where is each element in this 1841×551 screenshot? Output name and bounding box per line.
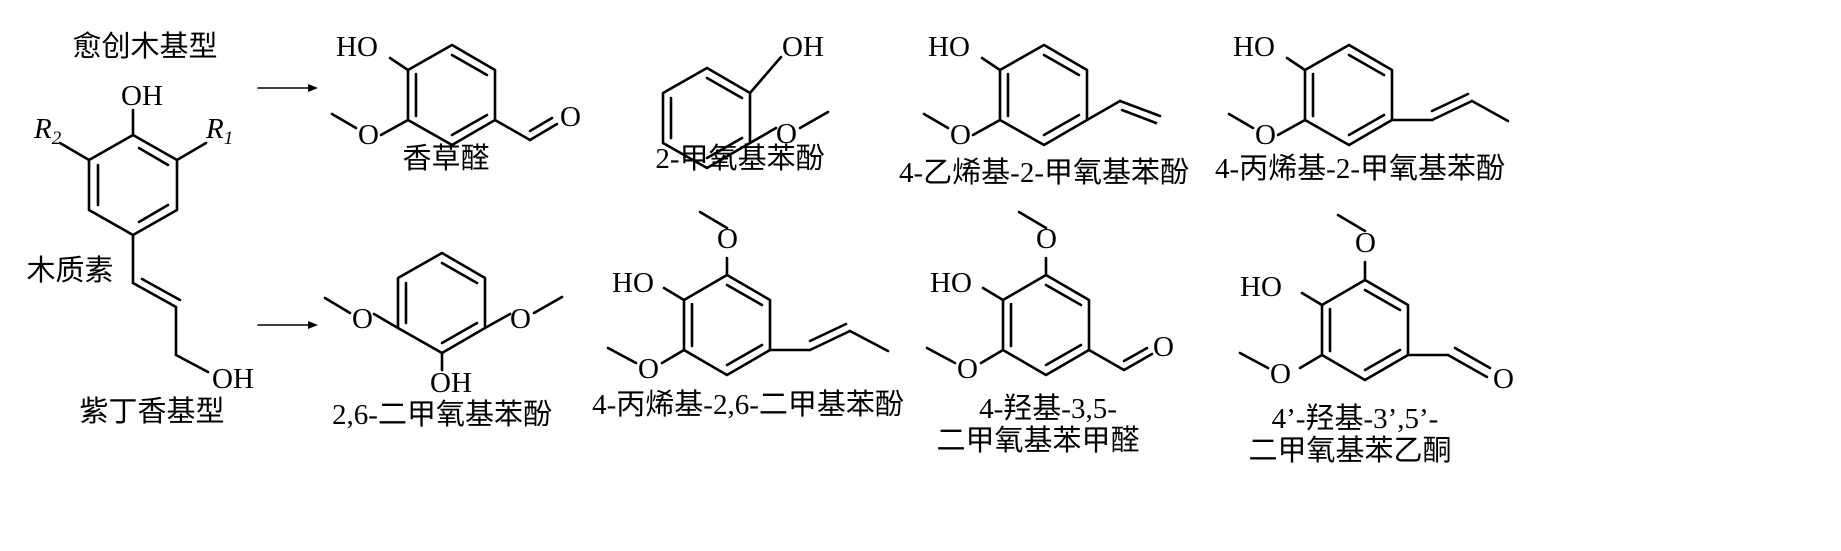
syringol-name: 2,6-二甲氧基苯酚: [332, 398, 552, 431]
vanillin-o: O: [358, 119, 379, 151]
vinylguaiacol-name: 4-乙烯基-2-甲氧基苯酚: [899, 156, 1189, 189]
syringaldehyde-o-aldehyde: O: [1153, 331, 1174, 363]
propenylguaiacol-name: 4-丙烯基-2-甲氧基苯酚: [1215, 152, 1505, 185]
vanillin-ho: HO: [336, 31, 378, 63]
guaiacol-oh: OH: [782, 31, 824, 63]
precursor-double-bond: [137, 203, 170, 224]
acetosyringone-o-bottom: O: [1270, 358, 1291, 390]
vinylguaiacol-o: O: [950, 119, 971, 151]
syringaldehyde-name-line1: 4-羟基-3,5-: [979, 392, 1117, 425]
propenylsyringol-o-top: O: [717, 223, 738, 255]
compound-syringol: OH O O 2,6-二甲氧基苯酚: [323, 251, 564, 431]
acetosyringone-o-top: O: [1355, 227, 1376, 259]
precursor-double-bond: [137, 146, 170, 167]
syringol-o-left: O: [352, 303, 373, 335]
precursor-chain-double-bond: [140, 277, 182, 302]
propenylsyringol-ho: HO: [612, 267, 654, 299]
propenylsyringol-name: 4-丙烯基-2,6-二甲基苯酚: [592, 388, 904, 421]
propenylguaiacol-o: O: [1255, 119, 1276, 151]
vinylguaiacol-ho: HO: [928, 31, 970, 63]
syringaldehyde-o-bottom: O: [957, 353, 978, 385]
precursor-chain-bond: [174, 353, 210, 374]
precursor-oh-label: OH: [121, 80, 163, 112]
precursor-r2-label: R2: [33, 113, 62, 149]
compound-propenylguaiacol: HO O 4-丙烯基-2-甲氧基苯酚: [1215, 31, 1510, 185]
syringyl-label: 紫丁香基型: [79, 395, 224, 428]
acetosyringone-name-line2: 二甲氧基苯乙酮: [1248, 434, 1451, 467]
guaiacyl-label: 愈创木基型: [72, 30, 217, 63]
propenylsyringol-o-bottom: O: [638, 353, 659, 385]
arrow-guaiacyl: [257, 84, 318, 92]
precursor-chain-double-bond: [131, 281, 178, 309]
precursor-structure: 愈创木基型 OH R1 R2 OH 木质素 紫丁香基型: [26, 30, 253, 428]
syringaldehyde-ho: HO: [930, 267, 972, 299]
syringaldehyde-o-top: O: [1036, 223, 1057, 255]
syringol-o-right: O: [510, 303, 531, 335]
lignin-label: 木质素: [26, 254, 113, 287]
guaiacol-o: O: [776, 118, 797, 150]
precursor-r1-bond: [175, 141, 208, 162]
syringaldehyde-name-line2: 二甲氧基苯甲醛: [936, 424, 1139, 457]
acetosyringone-name-line1: 4’-羟基-3’,5’-: [1272, 402, 1439, 435]
compound-acetosyringone: O HO O O 4’-羟基-3’,5’- 二甲氧基苯乙酮: [1238, 213, 1514, 467]
precursor-ring: [87, 133, 179, 237]
acetosyringone-o-carbonyl: O: [1493, 363, 1514, 395]
precursor-chain-oh-label: OH: [212, 363, 254, 395]
compound-syringaldehyde: O HO O O 4-羟基-3,5- 二甲氧基苯甲醛: [925, 210, 1174, 457]
vanillin-o-aldehyde: O: [560, 101, 581, 133]
compound-vinylguaiacol: HO O 4-乙烯基-2-甲氧基苯酚: [899, 31, 1189, 189]
syringol-oh: OH: [430, 367, 472, 399]
vanillin-name: 香草醛: [402, 142, 489, 175]
precursor-r1-label: R1: [205, 113, 233, 149]
compound-propenylsyringol: O HO O 4-丙烯基-2,6-二甲基苯酚: [592, 210, 904, 421]
propenylguaiacol-ho: HO: [1233, 31, 1275, 63]
precursor-r2-bond: [58, 141, 91, 162]
compound-vanillin: HO O O 香草醛: [330, 31, 581, 175]
acetosyringone-ho: HO: [1240, 271, 1282, 303]
guaiacol-name: 2-甲氧基苯酚: [655, 142, 824, 175]
arrow-syringyl: [257, 321, 318, 329]
compound-guaiacol: OH O 2-甲氧基苯酚: [655, 31, 830, 175]
